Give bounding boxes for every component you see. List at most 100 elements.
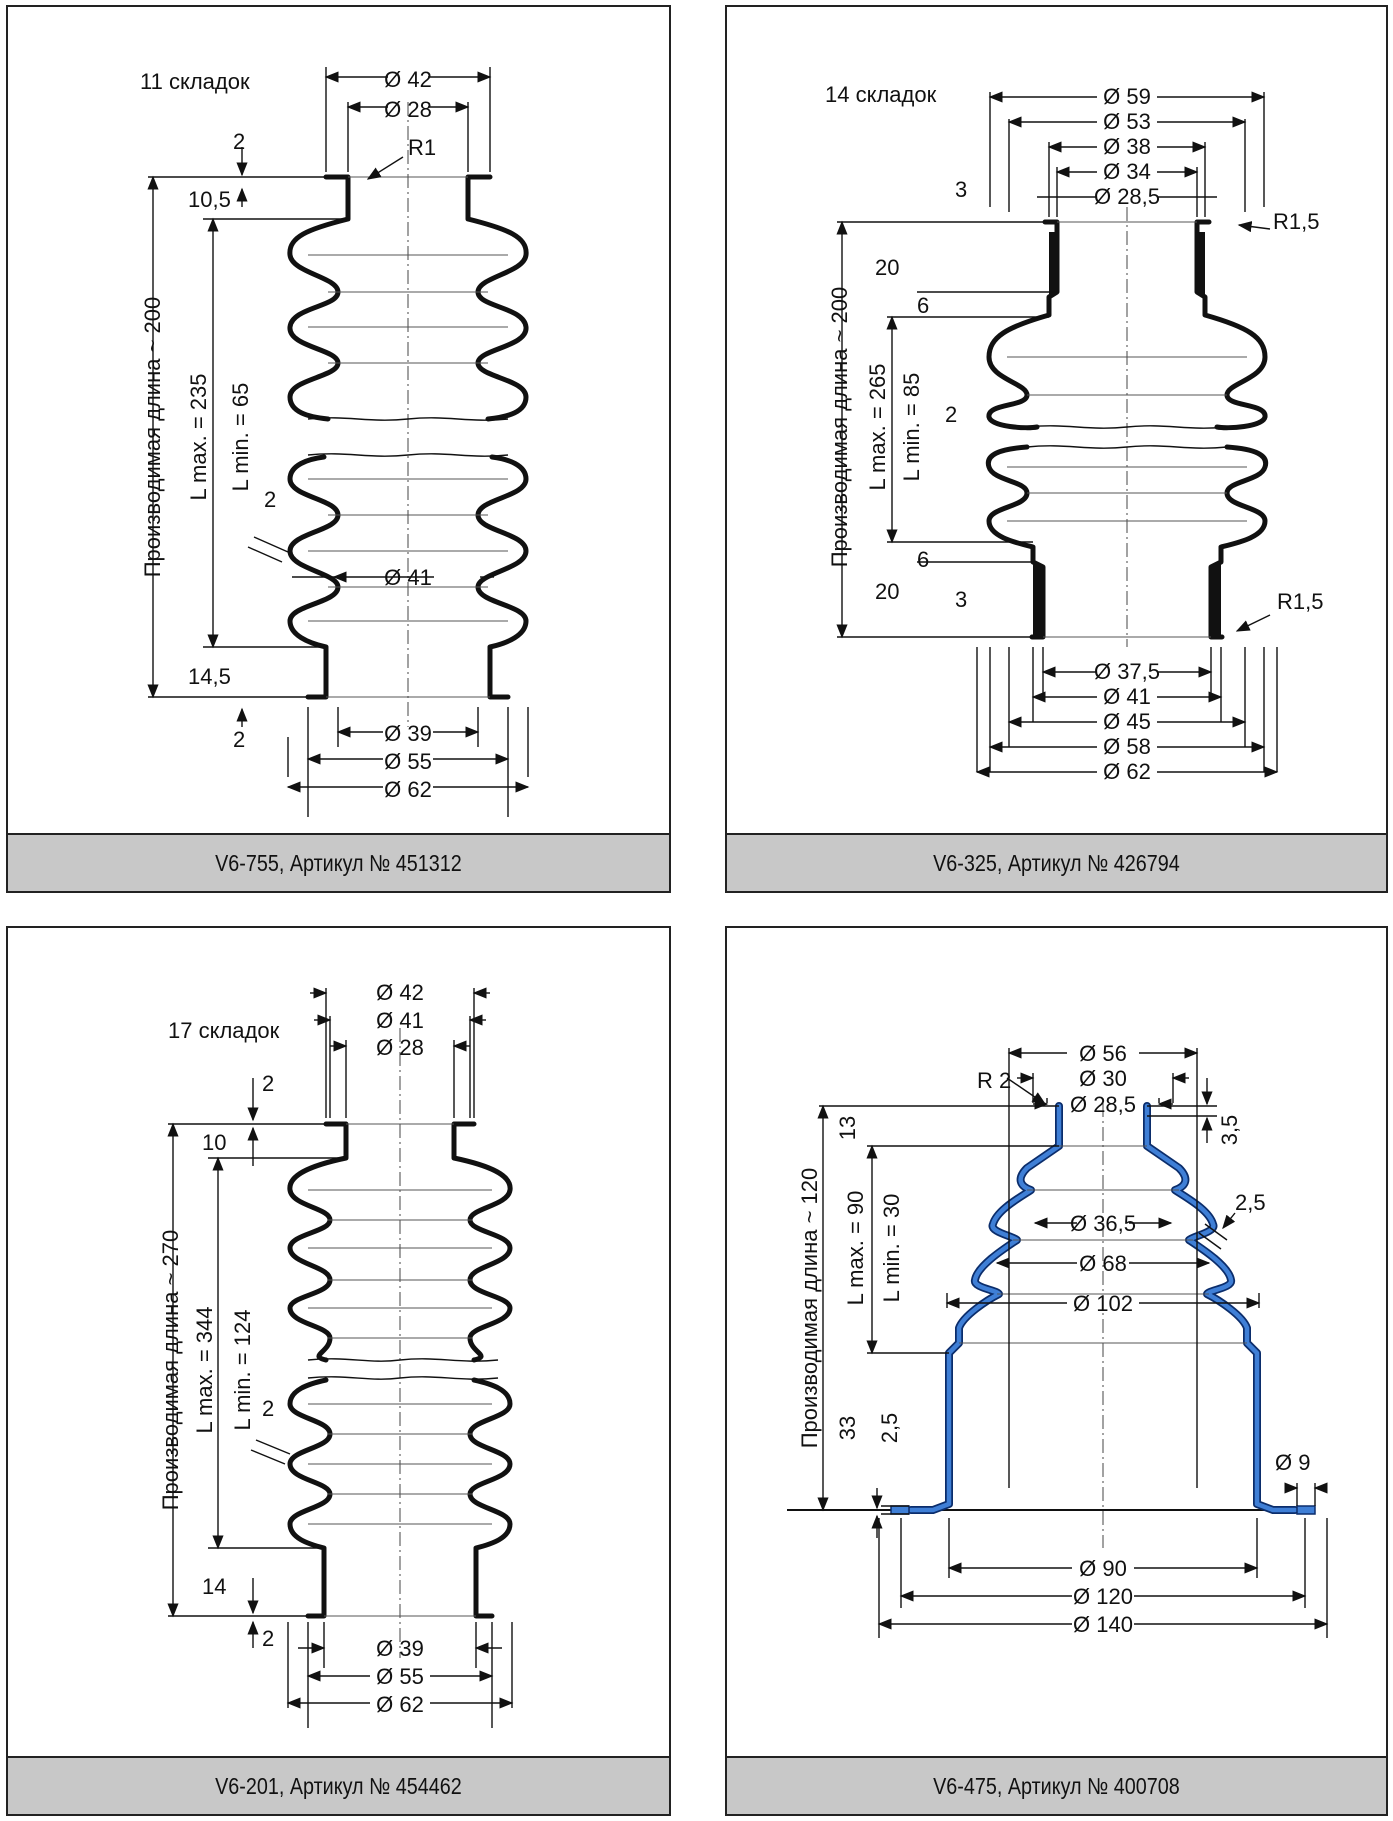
break-line-top <box>307 417 509 421</box>
dim-flange-top: 10,5 <box>188 187 231 212</box>
dim-h33: 33 <box>835 1416 860 1440</box>
dim-flange-bottom: 14,5 <box>188 664 231 689</box>
dim-d58: Ø 58 <box>1103 734 1151 759</box>
dim-wall-bottom: 3 <box>955 587 967 612</box>
dim-d45: Ø 45 <box>1103 709 1151 734</box>
dim-d365: Ø 36,5 <box>1070 1211 1136 1236</box>
break-line-bottom <box>1026 445 1228 449</box>
caption-v6-755: V6-755, Артикул № 451312 <box>8 833 669 891</box>
dim-radius-top: R1,5 <box>1273 209 1319 234</box>
dim-d102: Ø 102 <box>1073 1291 1133 1316</box>
dim-d53: Ø 53 <box>1103 109 1151 134</box>
bellows-profile-right <box>1143 1102 1299 1514</box>
bellows-wall-right-upper <box>1194 219 1268 431</box>
dim-wall-bottom: 2 <box>233 727 245 752</box>
dim-h6-top: 6 <box>917 293 929 318</box>
bellows-drawing-v6-325: 14 складок Ø 59 Ø 53 Ø 38 Ø 34 Ø 28,5 3 … <box>825 82 1323 784</box>
dim-d34: Ø 34 <box>1103 159 1151 184</box>
dim-wall-mid: 2 <box>264 487 276 512</box>
dim-wall-mid: 2 <box>262 1396 274 1421</box>
panel-v6-475: Ø 56 Ø 30 Ø 28,5 R 2 13 3,5 Ø 36,5 2,5 Ø… <box>725 926 1388 1816</box>
dim-inner-bottom: Ø 39 <box>384 721 432 746</box>
dim-inner-top: Ø 28 <box>384 97 432 122</box>
dim-radius: R 2 <box>977 1068 1011 1093</box>
dim-h20-top: 20 <box>875 255 899 280</box>
length-label: Производимая длина ~ 200 <box>827 287 852 568</box>
fold-lines <box>959 1145 1247 1344</box>
dim-h13: 13 <box>835 1116 860 1140</box>
dim-flange-bottom: 14 <box>202 1574 226 1599</box>
lmin-label: L min. = 65 <box>228 383 253 492</box>
dim-d9: Ø 9 <box>1275 1450 1310 1475</box>
bellows-wall-right-lower <box>467 1377 513 1619</box>
lmin-label: L min. = 124 <box>230 1310 255 1431</box>
lmin-label: L min. = 85 <box>899 373 924 482</box>
lmax-label: L max. = 90 <box>843 1191 868 1306</box>
dim-d41: Ø 41 <box>1103 684 1151 709</box>
fold-lines <box>1007 221 1247 638</box>
fold-lines <box>308 1123 492 1617</box>
bellows-wall-right-upper <box>465 174 529 422</box>
bellows-wall-right-upper <box>451 1121 513 1363</box>
dim-d30: Ø 30 <box>1079 1066 1127 1091</box>
dim-t25-top: 2,5 <box>1235 1190 1266 1215</box>
dim-d59: Ø 59 <box>1103 84 1151 109</box>
dim-d62: Ø 62 <box>376 1692 424 1717</box>
bellows-drawing-v6-201: 17 складок Ø 42 Ø 41 Ø 28 2 10 2 14 2 Ø … <box>158 980 514 1728</box>
dim-t25-bottom: 2,5 <box>877 1413 902 1444</box>
panel-v6-325: 14 складок Ø 59 Ø 53 Ø 38 Ø 34 Ø 28,5 3 … <box>725 5 1388 893</box>
bellows-wall-right-lower <box>475 454 529 700</box>
lmin-label: L min. = 30 <box>879 1194 904 1303</box>
bellows-wall-left-upper <box>986 219 1060 431</box>
dim-d140: Ø 140 <box>1073 1612 1133 1637</box>
lmax-label: L max. = 344 <box>192 1307 217 1434</box>
dim-d28: Ø 28 <box>376 1035 424 1060</box>
break-line-top <box>307 1358 499 1362</box>
dim-radius: R1 <box>408 135 436 160</box>
caption-v6-475: V6-475, Артикул № 400708 <box>727 1756 1386 1814</box>
break-line-bottom <box>307 453 509 457</box>
dim-d90: Ø 90 <box>1079 1556 1127 1581</box>
dim-d285: Ø 28,5 <box>1070 1092 1136 1117</box>
dim-d38: Ø 38 <box>1103 134 1151 159</box>
panel-v6-755: 11 складок Ø 42 Ø 28 R1 2 10,5 2 Ø 41 14… <box>6 5 671 893</box>
fold-count: 14 складок <box>825 82 937 107</box>
dim-d120: Ø 120 <box>1073 1584 1133 1609</box>
bellows-wall-left-upper <box>287 174 351 422</box>
dim-t35: 3,5 <box>1217 1115 1242 1146</box>
dim-h6-bottom: 6 <box>917 547 929 572</box>
dim-outer-top: Ø 42 <box>384 67 432 92</box>
bellows-drawing-v6-475: Ø 56 Ø 30 Ø 28,5 R 2 13 3,5 Ø 36,5 2,5 Ø… <box>787 1041 1329 1638</box>
fold-count: 11 складок <box>140 69 250 94</box>
lmax-label: L max. = 265 <box>865 364 890 491</box>
dim-flange-outer: Ø 55 <box>384 749 432 774</box>
bellows-wall-left-upper <box>287 1121 349 1363</box>
dim-d41: Ø 41 <box>376 1008 424 1033</box>
dim-inner-fold: Ø 41 <box>384 565 432 590</box>
dim-d56: Ø 56 <box>1079 1041 1127 1066</box>
dim-wall-top: 3 <box>955 177 967 202</box>
dim-d375: Ø 37,5 <box>1094 659 1160 684</box>
break-line-bottom <box>307 1376 499 1380</box>
dim-wall-mid: 2 <box>945 402 957 427</box>
caption-v6-325: V6-325, Артикул № 426794 <box>727 833 1386 891</box>
lmax-label: L max. = 235 <box>186 374 211 501</box>
dim-radius-bottom: R1,5 <box>1277 589 1323 614</box>
caption-v6-201: V6-201, Артикул № 454462 <box>8 1756 669 1814</box>
dim-h20-bottom: 20 <box>875 579 899 604</box>
length-label: Производимая длина ~ 270 <box>158 1230 183 1511</box>
length-label: Производимая длина ~ 120 <box>797 1168 822 1449</box>
dim-d55: Ø 55 <box>376 1664 424 1689</box>
dim-wall-bottom: 2 <box>262 1626 274 1651</box>
dim-outer-max: Ø 62 <box>384 777 432 802</box>
dim-d39: Ø 39 <box>376 1636 424 1661</box>
bellows-profile-left <box>907 1102 1063 1514</box>
dim-d62: Ø 62 <box>1103 759 1151 784</box>
dim-d285: Ø 28,5 <box>1094 184 1160 209</box>
dim-d68: Ø 68 <box>1079 1251 1127 1276</box>
bellows-wall-left-lower <box>287 1377 333 1619</box>
bellows-drawing-v6-755: 11 складок Ø 42 Ø 28 R1 2 10,5 2 Ø 41 14… <box>140 67 530 817</box>
dim-flange-top: 10 <box>202 1130 226 1155</box>
bellows-wall-right-lower <box>1208 444 1269 640</box>
dim-wall-top: 2 <box>233 129 245 154</box>
